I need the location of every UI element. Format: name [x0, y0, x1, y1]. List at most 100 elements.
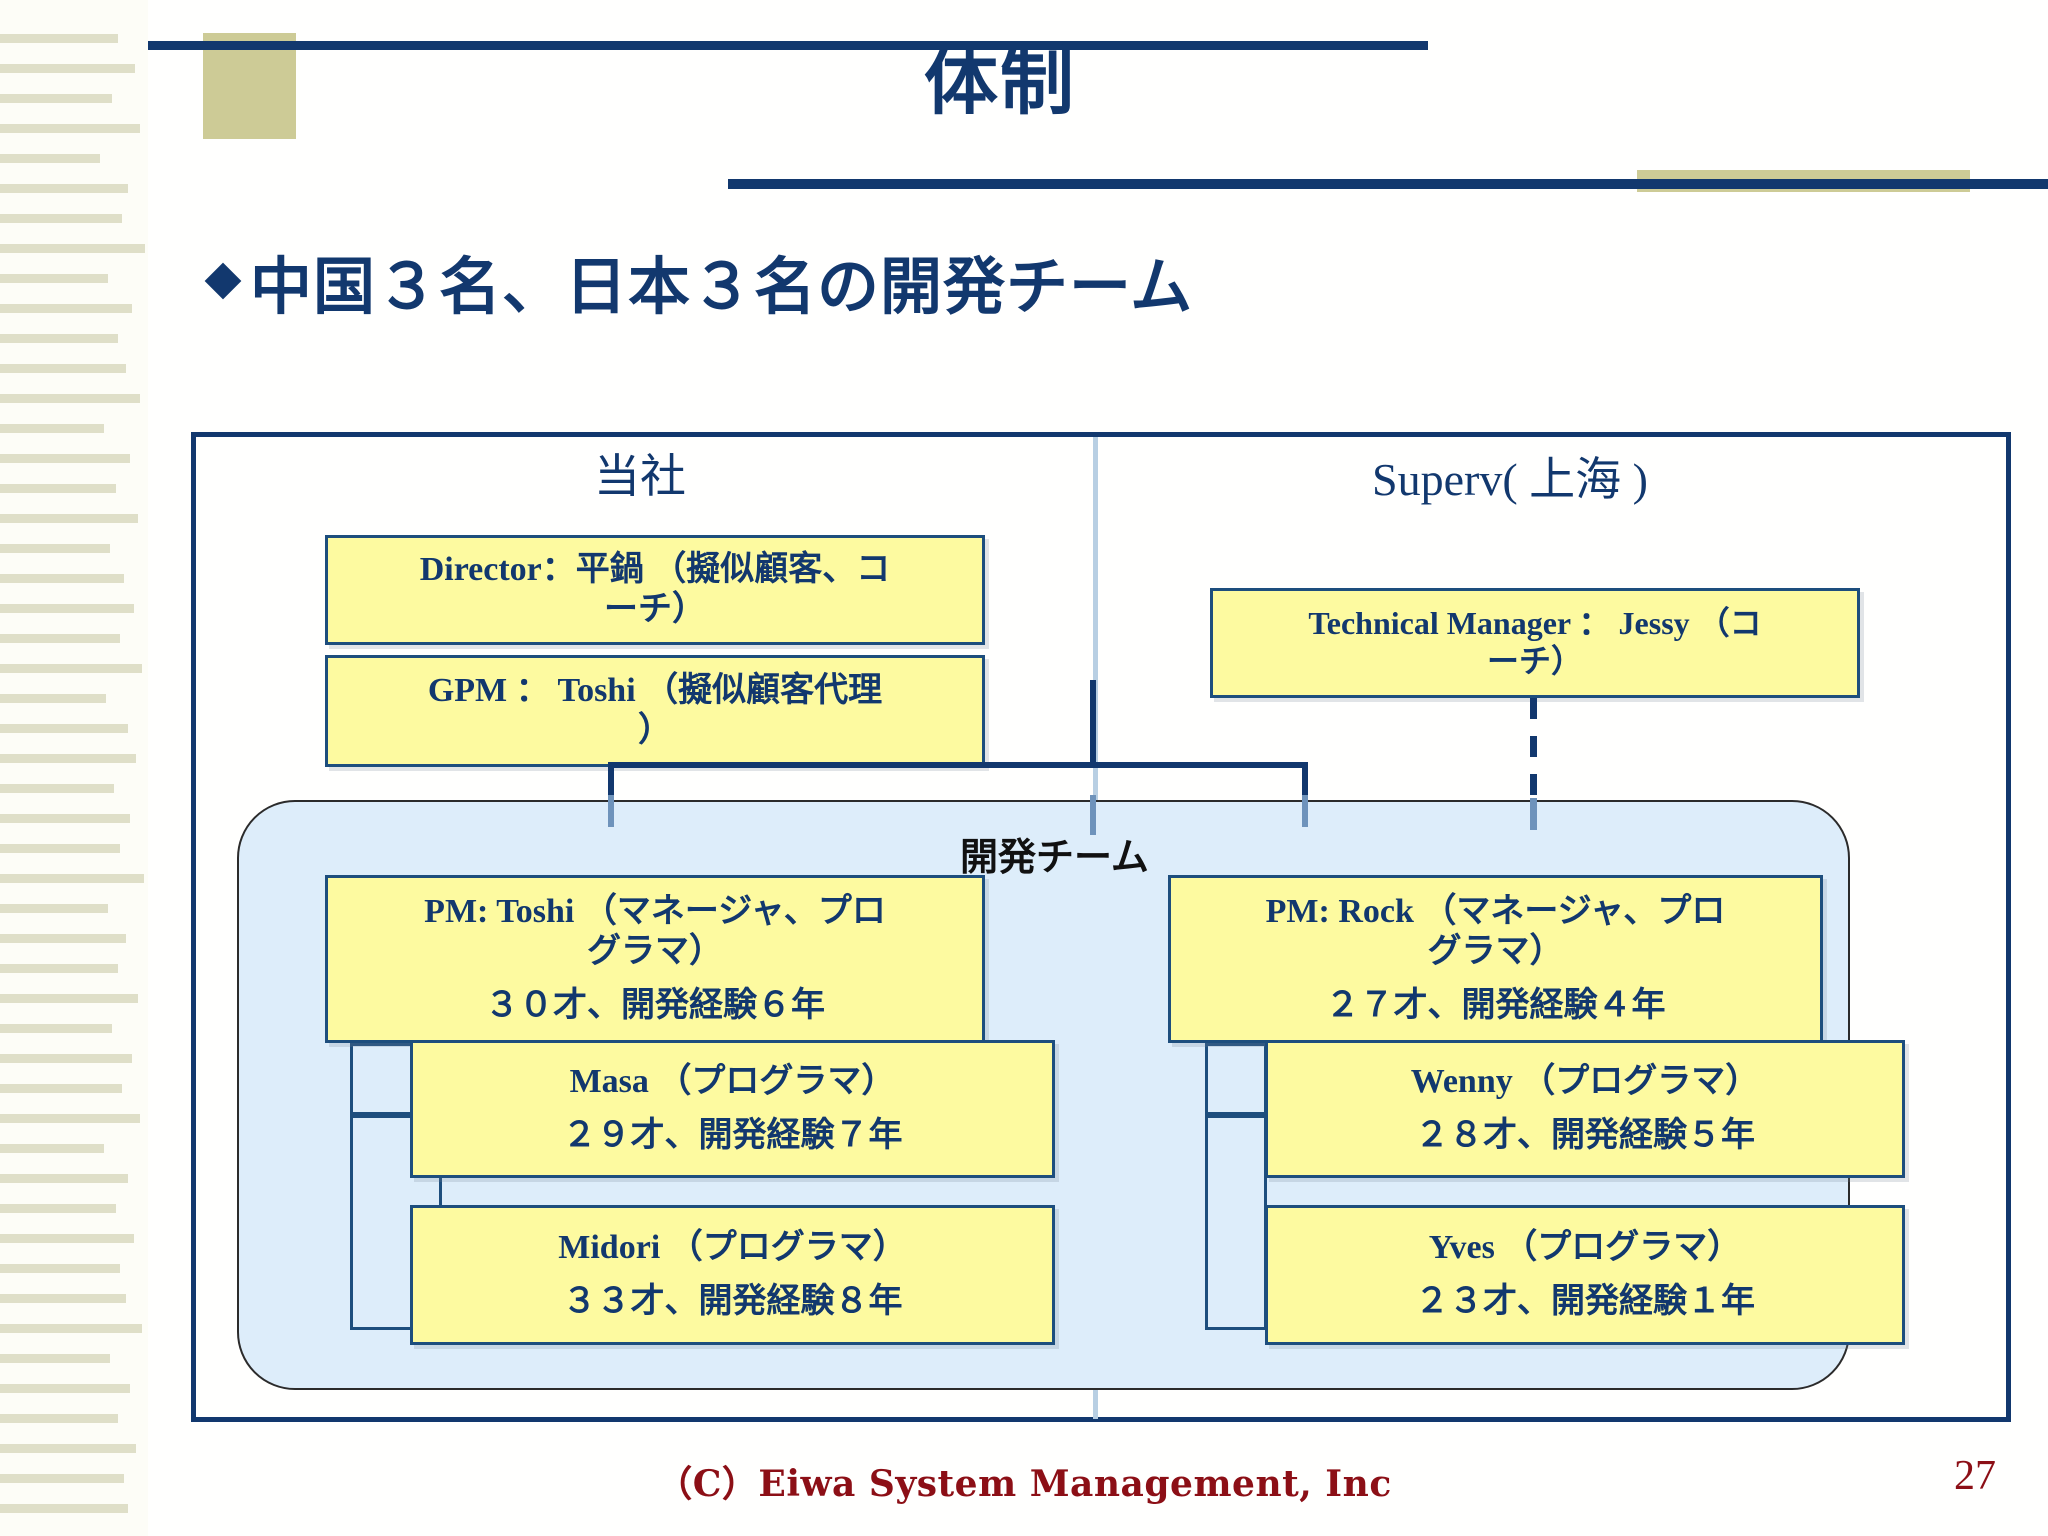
header-rule-bottom [728, 179, 2048, 189]
stripe-line [0, 1144, 104, 1153]
stripe-line [0, 454, 130, 463]
box-technical-manager-line2: ーチ） [1486, 643, 1583, 679]
stripe-line [0, 1444, 136, 1453]
header-rule-top [148, 41, 1428, 50]
stripe-line [0, 784, 114, 793]
column-heading-right: Superv( 上海 ) [1372, 454, 1648, 505]
stripe-line [0, 244, 145, 253]
stripe-line [0, 1324, 142, 1333]
stripe-line [0, 1504, 128, 1513]
box-masa-line1: Masa （プログラマ） [569, 1062, 896, 1100]
stripe-line [0, 1354, 110, 1363]
bullet-text: 中国３名、日本３名の開発チーム [250, 250, 1194, 323]
stripe-line [0, 514, 138, 523]
stripe-line [0, 1474, 124, 1483]
box-gpm-line2: ） [638, 712, 672, 749]
stripe-line [0, 424, 104, 433]
stripe-line [0, 124, 140, 133]
box-masa-line2: ２９才、開発経験７年 [562, 1117, 903, 1154]
box-masa[interactable]: Masa （プログラマ） ２９才、開発経験７年 [410, 1040, 1055, 1178]
connector-dashed-tm-soft [1530, 798, 1537, 830]
box-wenny[interactable]: Wenny （プログラマ） ２８才、開発経験５年 [1265, 1040, 1905, 1178]
connector-gpm-down-soft [608, 795, 614, 827]
stripe-line [0, 964, 118, 973]
development-team-label: 開発チーム [960, 835, 1149, 879]
box-pm-toshi-line2: グラマ） [587, 932, 723, 970]
page-title: 体制 [924, 39, 1076, 125]
header-tan-block-left [203, 33, 296, 139]
stripe-line [0, 694, 106, 703]
connector-gpm-down [608, 767, 614, 795]
connector-horizontal-bus [608, 762, 1308, 768]
bracket-right-upper [1205, 1043, 1267, 1115]
box-yves-line1: Yves （プログラマ） [1428, 1228, 1742, 1266]
page-number: 27 [1954, 1453, 1996, 1499]
box-gpm[interactable]: GPM ： Toshi （擬似顧客代理 ） [325, 655, 985, 767]
connector-center-drop [1090, 680, 1096, 766]
stripe-line [0, 544, 110, 553]
box-technical-manager[interactable]: Technical Manager ： Jessy （コ ーチ） [1210, 588, 1860, 698]
stripe-line [0, 634, 120, 643]
diamond-bullet-icon [204, 262, 242, 300]
box-pm-rock-line2: グラマ） [1427, 932, 1564, 970]
stripe-line [0, 814, 130, 823]
box-pm-toshi[interactable]: PM: Toshi （マネージャ、プロ グラマ） ３０才、開発経験６年 [325, 875, 985, 1043]
stripe-line [0, 94, 112, 103]
stripe-line [0, 1174, 128, 1183]
connector-bus-right-down [1302, 762, 1308, 795]
box-pm-toshi-line1: PM: Toshi （マネージャ、プロ [424, 892, 886, 930]
box-yves-line2: ２３才、開発経験１年 [1415, 1283, 1755, 1320]
box-director[interactable]: Director：平鍋 （擬似顧客、コ ーチ） [325, 535, 985, 645]
footer-copyright: （C）Eiwa System Management, Inc [656, 1463, 1392, 1505]
connector-center-drop-soft [1090, 795, 1096, 835]
stripe-line [0, 334, 118, 343]
box-pm-rock[interactable]: PM: Rock （マネージャ、プロ グラマ） ２７才、開発経験４年 [1168, 875, 1823, 1043]
stripe-line [0, 1294, 126, 1303]
box-yves[interactable]: Yves （プログラマ） ２３才、開発経験１年 [1265, 1205, 1905, 1345]
box-wenny-line1: Wenny （プログラマ） [1410, 1062, 1760, 1100]
stripe-line [0, 64, 135, 73]
stripe-line [0, 754, 136, 763]
box-technical-manager-line1: Technical Manager ： Jessy （コ [1308, 605, 1762, 642]
stripe-line [0, 1054, 132, 1063]
bullet-row: 中国３名、日本３名の開発チーム [204, 236, 1194, 326]
stripe-line [0, 724, 128, 733]
stripe-line [0, 1204, 116, 1213]
stripe-line [0, 154, 100, 163]
box-midori-line2: ３３才、開発経験８年 [562, 1283, 903, 1320]
stripe-line [0, 874, 144, 883]
stripe-line [0, 994, 138, 1003]
stripe-line [0, 1384, 130, 1393]
left-stripe-band [0, 0, 148, 1536]
stripe-line [0, 304, 132, 313]
box-gpm-line1: GPM ： Toshi （擬似顧客代理 [427, 671, 883, 709]
org-chart-frame [191, 432, 2011, 1422]
connector-bus-right-down-soft [1302, 795, 1308, 827]
stripe-line [0, 574, 124, 583]
box-wenny-line2: ２８才、開発経験５年 [1415, 1117, 1755, 1154]
stripe-line [0, 664, 142, 673]
column-heading-left: 当社 [594, 449, 686, 503]
stripe-line [0, 214, 122, 223]
stripe-line [0, 484, 116, 493]
stripe-line [0, 934, 126, 943]
stripe-line [0, 1084, 122, 1093]
stripe-line [0, 844, 120, 853]
stripe-line [0, 604, 134, 613]
box-pm-toshi-line3: ３０才、開発経験６年 [485, 987, 825, 1025]
stripe-line [0, 1114, 140, 1123]
bracket-right-lower [1205, 1115, 1267, 1330]
box-midori-line1: Midori （プログラマ） [558, 1228, 907, 1266]
stripe-line [0, 904, 108, 913]
stripe-line [0, 364, 126, 373]
stripe-line [0, 184, 128, 193]
box-pm-rock-line3: ２７才、開発経験４年 [1325, 987, 1666, 1025]
box-director-line2: ーチ） [604, 591, 706, 628]
box-director-line1: Director：平鍋 （擬似顧客、コ [419, 550, 891, 588]
stripe-line [0, 1264, 120, 1273]
box-pm-rock-line1: PM: Rock （マネージャ、プロ [1265, 892, 1726, 930]
stripe-line [0, 274, 108, 283]
stripe-line [0, 1234, 134, 1243]
box-midori[interactable]: Midori （プログラマ） ３３才、開発経験８年 [410, 1205, 1055, 1345]
